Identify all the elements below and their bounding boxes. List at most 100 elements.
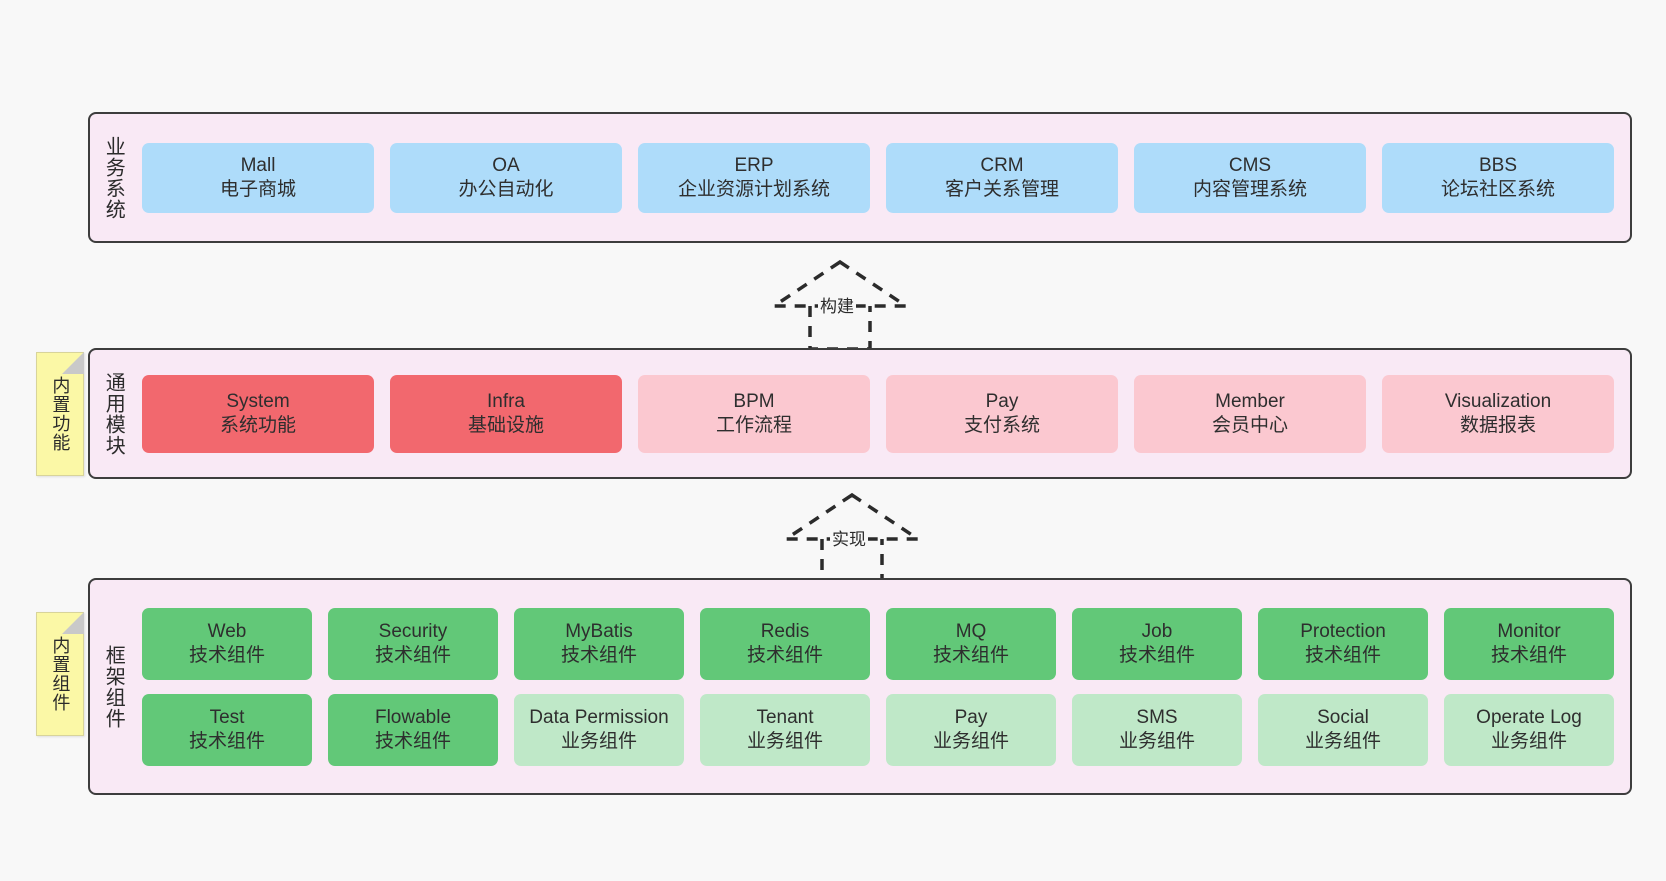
card-sms[interactable]: SMS 业务组件 <box>1072 693 1242 766</box>
layer-body-business: Mall 电子商城 OA 办公自动化 ERP 企业资源计划系统 CRM 客户关系… <box>136 114 1630 241</box>
card-subtitle: 会员中心 <box>1211 414 1288 436</box>
card-title: Web <box>207 620 247 642</box>
connector-build: 构建 <box>760 256 920 351</box>
layer-title-frame: 框架组件 <box>102 644 125 729</box>
card-title: Protection <box>1300 620 1386 642</box>
card-title: Member <box>1215 390 1285 412</box>
card-mybatis[interactable]: MyBatis 技术组件 <box>514 607 684 680</box>
connector-label-realize: 实现 <box>830 525 868 550</box>
card-monitor[interactable]: Monitor 技术组件 <box>1444 607 1614 680</box>
note-builtin-function: 内置功能 <box>36 352 84 476</box>
card-title: MQ <box>955 620 987 642</box>
card-mq[interactable]: MQ 技术组件 <box>886 607 1056 680</box>
card-title: Mall <box>240 154 276 176</box>
card-subtitle: 数据报表 <box>1459 414 1536 436</box>
card-data-permission[interactable]: Data Permission 业务组件 <box>514 693 684 766</box>
layer-title-common: 通用模块 <box>102 371 125 456</box>
card-mall[interactable]: Mall 电子商城 <box>142 142 374 213</box>
card-bbs[interactable]: BBS 论坛社区系统 <box>1382 142 1614 213</box>
card-subtitle: 客户关系管理 <box>944 178 1059 200</box>
card-subtitle: 业务组件 <box>560 730 637 752</box>
layer-common-module: 通用模块 System 系统功能 Infra 基础设施 BPM 工作流程 Pay… <box>88 348 1632 479</box>
card-pay[interactable]: Pay 支付系统 <box>886 374 1118 453</box>
card-subtitle: 企业资源计划系统 <box>677 178 830 200</box>
card-web[interactable]: Web 技术组件 <box>142 607 312 680</box>
card-test[interactable]: Test 技术组件 <box>142 693 312 766</box>
card-subtitle: 技术组件 <box>932 644 1009 666</box>
card-social[interactable]: Social 业务组件 <box>1258 693 1428 766</box>
card-subtitle: 业务组件 <box>1118 730 1195 752</box>
card-title: MyBatis <box>565 620 633 642</box>
card-title: SMS <box>1136 706 1178 728</box>
card-subtitle: 业务组件 <box>746 730 823 752</box>
card-title: Infra <box>486 390 526 412</box>
card-subtitle: 系统功能 <box>219 414 296 436</box>
card-title: Social <box>1317 706 1369 728</box>
card-flowable[interactable]: Flowable 技术组件 <box>328 693 498 766</box>
layer-business-system: 业务系统 Mall 电子商城 OA 办公自动化 ERP 企业资源计划系统 CRM… <box>88 112 1632 243</box>
card-subtitle: 技术组件 <box>374 644 451 666</box>
card-subtitle: 技术组件 <box>1304 644 1381 666</box>
card-title: System <box>226 390 290 412</box>
card-title: Operate Log <box>1476 706 1582 728</box>
card-title: BPM <box>733 390 775 412</box>
card-title: Tenant <box>756 706 814 728</box>
note-label: 内置功能 <box>50 376 71 452</box>
card-subtitle: 工作流程 <box>715 414 792 436</box>
card-title: Test <box>209 706 245 728</box>
card-protection[interactable]: Protection 技术组件 <box>1258 607 1428 680</box>
card-subtitle: 技术组件 <box>188 730 265 752</box>
card-title: BBS <box>1478 154 1518 176</box>
card-erp[interactable]: ERP 企业资源计划系统 <box>638 142 870 213</box>
connector-realize: 实现 <box>772 489 932 584</box>
card-row: System 系统功能 Infra 基础设施 BPM 工作流程 Pay 支付系统… <box>142 374 1614 453</box>
card-title: CMS <box>1228 154 1272 176</box>
card-visualization[interactable]: Visualization 数据报表 <box>1382 374 1614 453</box>
card-title: Redis <box>760 620 810 642</box>
card-infra[interactable]: Infra 基础设施 <box>390 374 622 453</box>
card-title: Job <box>1141 620 1173 642</box>
card-system[interactable]: System 系统功能 <box>142 374 374 453</box>
card-operate-log[interactable]: Operate Log 业务组件 <box>1444 693 1614 766</box>
card-subtitle: 技术组件 <box>1118 644 1195 666</box>
card-pay-business[interactable]: Pay 业务组件 <box>886 693 1056 766</box>
card-subtitle: 技术组件 <box>560 644 637 666</box>
card-subtitle: 业务组件 <box>1490 730 1567 752</box>
card-title: Pay <box>985 390 1019 412</box>
card-title: CRM <box>980 154 1024 176</box>
note-builtin-component: 内置组件 <box>36 612 84 736</box>
card-job[interactable]: Job 技术组件 <box>1072 607 1242 680</box>
card-title: Security <box>378 620 448 642</box>
layer-framework-component: 框架组件 Web 技术组件 Security 技术组件 MyBatis 技术组件… <box>88 578 1632 795</box>
card-subtitle: 业务组件 <box>1304 730 1381 752</box>
card-subtitle: 技术组件 <box>746 644 823 666</box>
card-tenant[interactable]: Tenant 业务组件 <box>700 693 870 766</box>
card-subtitle: 技术组件 <box>1490 644 1567 666</box>
card-bpm[interactable]: BPM 工作流程 <box>638 374 870 453</box>
card-crm[interactable]: CRM 客户关系管理 <box>886 142 1118 213</box>
card-title: Monitor <box>1497 620 1561 642</box>
card-row: Mall 电子商城 OA 办公自动化 ERP 企业资源计划系统 CRM 客户关系… <box>142 142 1614 213</box>
card-oa[interactable]: OA 办公自动化 <box>390 142 622 213</box>
card-security[interactable]: Security 技术组件 <box>328 607 498 680</box>
card-title: Pay <box>954 706 988 728</box>
connector-label-build: 构建 <box>818 292 856 317</box>
card-subtitle: 内容管理系统 <box>1192 178 1307 200</box>
card-member[interactable]: Member 会员中心 <box>1134 374 1366 453</box>
card-redis[interactable]: Redis 技术组件 <box>700 607 870 680</box>
card-subtitle: 技术组件 <box>188 644 265 666</box>
card-row: Web 技术组件 Security 技术组件 MyBatis 技术组件 Redi… <box>142 607 1614 680</box>
card-subtitle: 技术组件 <box>374 730 451 752</box>
layer-body-frame: Web 技术组件 Security 技术组件 MyBatis 技术组件 Redi… <box>136 580 1630 793</box>
layer-title-business: 业务系统 <box>102 135 125 220</box>
connector-stem <box>808 306 872 351</box>
card-row: Test 技术组件 Flowable 技术组件 Data Permission … <box>142 693 1614 766</box>
card-subtitle: 电子商城 <box>219 178 296 200</box>
card-subtitle: 基础设施 <box>467 414 544 436</box>
card-title: ERP <box>734 154 774 176</box>
card-title: OA <box>492 154 520 176</box>
layer-body-common: System 系统功能 Infra 基础设施 BPM 工作流程 Pay 支付系统… <box>136 350 1630 477</box>
card-title: Flowable <box>374 706 452 728</box>
card-cms[interactable]: CMS 内容管理系统 <box>1134 142 1366 213</box>
